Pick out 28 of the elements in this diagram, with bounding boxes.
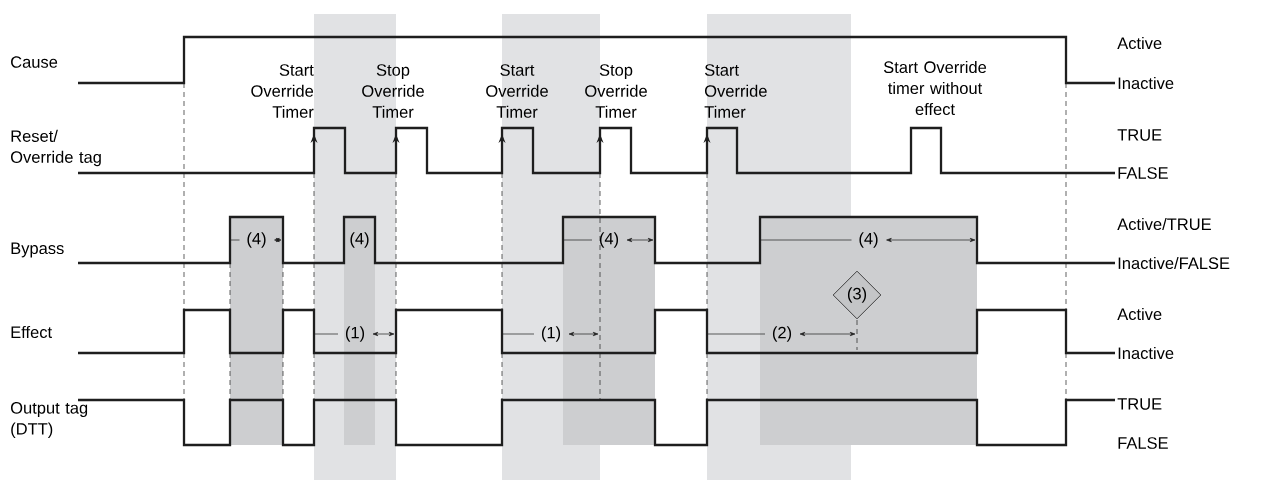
state-label: Inactive bbox=[1118, 76, 1174, 90]
event-label: Stop Override Timer bbox=[362, 64, 424, 118]
dimension-label: (4) bbox=[247, 232, 266, 248]
signal-name: Bypass bbox=[11, 242, 64, 258]
signal-name: Effect bbox=[11, 325, 52, 339]
signal-name: Cause bbox=[11, 56, 58, 68]
state-label: Active/TRUE bbox=[1117, 217, 1211, 231]
state-label: Inactive/FALSE bbox=[1118, 256, 1230, 270]
state-label: Active bbox=[1117, 36, 1162, 50]
dimension-label: (4) bbox=[859, 232, 878, 248]
event-label: Start Override Timer bbox=[486, 64, 548, 118]
signal-name: Reset/ Override tag bbox=[11, 129, 101, 167]
event-label: Start Override Timer bbox=[251, 64, 314, 118]
state-label: Active bbox=[1117, 307, 1162, 321]
state-label: FALSE bbox=[1118, 437, 1168, 449]
dimension-label: (2) bbox=[772, 326, 792, 342]
dimension-label: (4) bbox=[599, 232, 619, 248]
state-label: FALSE bbox=[1118, 167, 1168, 179]
state-label: Inactive bbox=[1118, 346, 1174, 360]
dimension-label: (1) bbox=[345, 326, 365, 342]
event-label: Start Override timer without effect bbox=[883, 60, 987, 116]
event-label: Start Override Timer bbox=[704, 64, 767, 118]
state-label: TRUE bbox=[1117, 398, 1162, 410]
dimension-label: (4) bbox=[350, 232, 369, 248]
state-label: TRUE bbox=[1117, 129, 1162, 141]
signal-name: Output tag (DTT) bbox=[11, 402, 88, 438]
event-label: Stop Override Timer bbox=[585, 64, 647, 118]
dimension-label: (1) bbox=[541, 326, 561, 342]
